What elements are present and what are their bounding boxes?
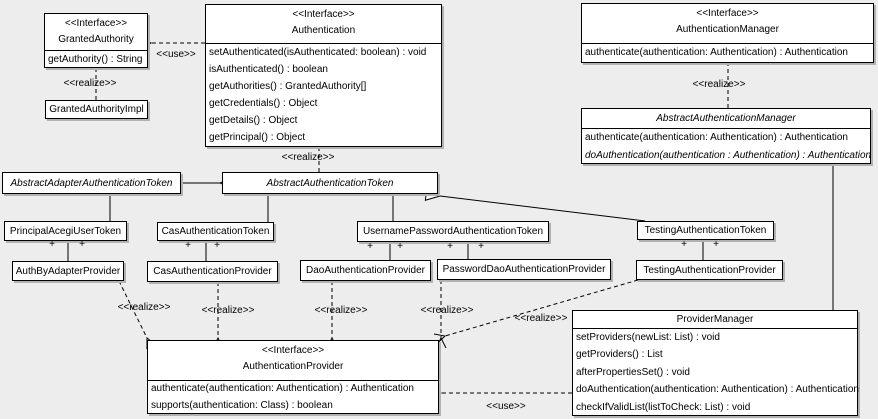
- multiplicity-label: +: [185, 240, 191, 251]
- method: setAuthenticated(isAuthenticated: boolea…: [209, 47, 427, 58]
- method: getProviders() : List: [576, 349, 663, 361]
- stereotype-interface: <<Interface>>: [64, 18, 128, 29]
- method: getCredentials() : Object: [209, 98, 318, 109]
- class-box-testing-authentication-token: TestingAuthenticationToken: [637, 221, 774, 240]
- class-name: PrincipalAcegiUserToken: [9, 225, 122, 237]
- stereotype-interface: <<Interface>>: [292, 9, 355, 20]
- class-name: AuthByAdapterProvider: [15, 265, 121, 277]
- class-name: Authentication: [291, 25, 356, 36]
- realize-label: <<realize>>: [117, 302, 171, 313]
- multiplicity-label: +: [367, 241, 373, 252]
- method: getPrincipal() : Object: [209, 132, 306, 143]
- multiplicity-label: +: [447, 241, 453, 252]
- multiplicity-label: +: [713, 239, 719, 250]
- realize-label: <<realize>>: [281, 152, 335, 163]
- class-box-abstract-adapter-authentication-token: AbstractAdapterAuthenticationToken: [2, 172, 181, 194]
- realize-label: <<realize>>: [201, 305, 255, 316]
- method: getDetails() : Object: [209, 115, 298, 126]
- method: doAuthentication(authentication : Authen…: [585, 149, 872, 161]
- class-name: DaoAuthenticationProvider: [306, 265, 425, 276]
- class-box-granted-authority: <<Interface>> GrantedAuthority getAuthor…: [44, 13, 148, 68]
- class-name: GrantedAuthorityImpl: [49, 104, 144, 115]
- class-name: AuthenticationManager: [676, 24, 779, 35]
- realize-label: <<realize>>: [692, 79, 746, 90]
- class-name: CasAuthenticationProvider: [153, 266, 272, 277]
- class-name: TestingAuthenticationToken: [644, 225, 767, 236]
- stereotype-interface: <<Interface>>: [261, 345, 325, 356]
- method: checkIfValidList(listToCheck: List) : vo…: [576, 401, 751, 413]
- realize-label: <<realize>>: [514, 313, 568, 324]
- class-name: TestingAuthenticationProvider: [643, 264, 776, 276]
- class-name: AbstractAdapterAuthenticationToken: [10, 177, 173, 189]
- class-box-cas-authentication-provider: CasAuthenticationProvider: [147, 261, 278, 282]
- method: authenticate(authentication: Authenticat…: [585, 47, 848, 58]
- use-label: <<use>>: [156, 49, 196, 60]
- class-name: GrantedAuthority: [58, 34, 134, 45]
- class-box-principal-acegi-user-token: PrincipalAcegiUserToken: [4, 221, 127, 241]
- class-name: AbstractAuthenticationToken: [266, 177, 394, 189]
- method: authenticate(authentication: Authenticat…: [151, 383, 414, 394]
- method: supports(authentication: Class) : boolea…: [151, 399, 333, 411]
- method: getAuthority() : String: [48, 54, 143, 65]
- class-box-authentication: <<Interface>> Authentication setAuthenti…: [205, 4, 442, 147]
- realize-label: <<realize>>: [63, 78, 117, 89]
- method: afterPropertiesSet() : void: [576, 366, 690, 378]
- multiplicity-label: +: [79, 239, 85, 250]
- realize-label: <<realize>>: [314, 305, 368, 316]
- realize-label: <<realize>>: [420, 305, 474, 316]
- class-name: PasswordDaoAuthenticationProvider: [442, 264, 606, 275]
- class-name: UsernamePasswordAuthenticationToken: [362, 226, 544, 237]
- class-name: AbstractAuthenticationManager: [656, 113, 796, 124]
- multiplicity-label: +: [49, 239, 55, 250]
- class-box-abstract-authentication-token: AbstractAuthenticationToken: [222, 172, 438, 194]
- method: setProviders(newList: List) : void: [576, 332, 720, 343]
- method: getAuthorities() : GrantedAuthority[]: [209, 81, 367, 92]
- class-box-testing-authentication-provider: TestingAuthenticationProvider: [636, 260, 783, 280]
- class-box-abstract-authentication-manager: AbstractAuthenticationManager authentica…: [581, 108, 871, 164]
- multiplicity-label: +: [681, 239, 687, 250]
- class-box-provider-manager: ProviderManager setProviders(newList: Li…: [572, 310, 859, 416]
- class-box-username-password-authentication-token: UsernamePasswordAuthenticationToken: [357, 221, 549, 242]
- class-name: AuthenticationProvider: [242, 361, 344, 372]
- class-box-authentication-provider: <<Interface>> AuthenticationProvider aut…: [147, 340, 439, 414]
- multiplicity-label: +: [397, 241, 403, 252]
- class-box-cas-authentication-token: CasAuthenticationToken: [157, 222, 274, 241]
- generalization-testing-authentication-token: [440, 196, 646, 222]
- class-name: CasAuthenticationToken: [161, 226, 270, 237]
- class-box-password-dao-authentication-provider: PasswordDaoAuthenticationProvider: [437, 259, 611, 280]
- class-box-granted-authority-impl: GrantedAuthorityImpl: [45, 100, 148, 119]
- class-name: ProviderManager: [676, 314, 754, 325]
- method: doAuthentication(authentication: Authent…: [576, 384, 859, 396]
- method: authenticate(authentication: Authenticat…: [585, 132, 848, 143]
- stereotype-interface: <<Interface>>: [696, 8, 759, 19]
- method: isAuthenticated() : boolean: [209, 64, 328, 75]
- class-box-authentication-manager: <<Interface>> AuthenticationManager auth…: [581, 3, 874, 63]
- class-box-auth-by-adapter-provider: AuthByAdapterProvider: [12, 261, 124, 281]
- multiplicity-label: +: [214, 240, 220, 251]
- multiplicity-label: +: [478, 241, 484, 252]
- class-box-dao-authentication-provider: DaoAuthenticationProvider: [300, 260, 431, 281]
- use-label: <<use>>: [486, 401, 526, 412]
